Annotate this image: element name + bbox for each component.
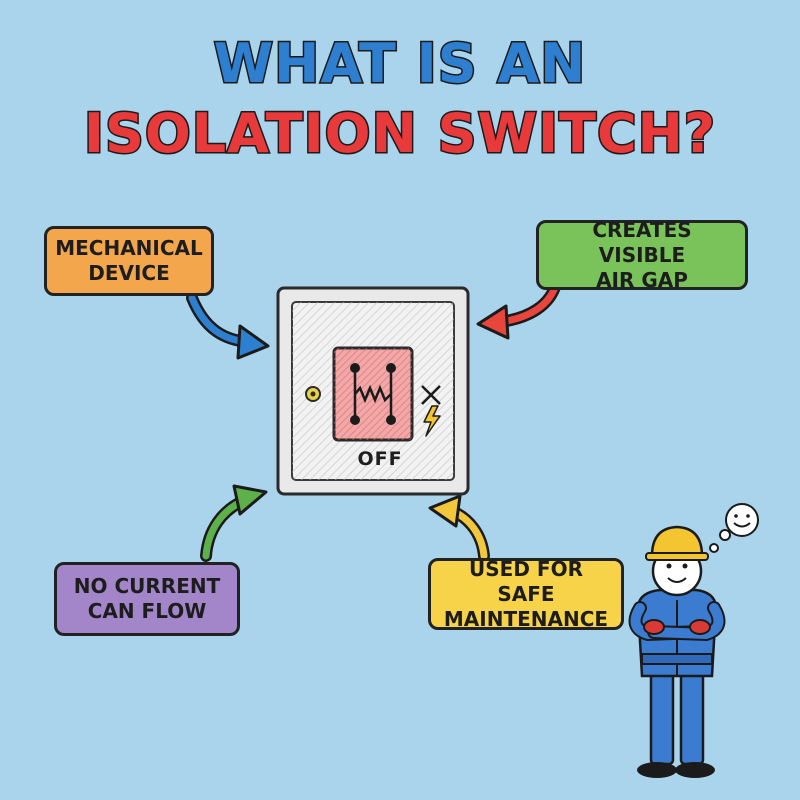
label-mechanical-device: MECHANICAL DEVICE	[44, 226, 214, 296]
title-line-2: ISOLATION SWITCH?	[82, 101, 717, 167]
switch-state-label: OFF	[357, 448, 403, 470]
worker-illustration	[628, 503, 759, 778]
label-maintenance-line1: USED FOR SAFE	[469, 556, 583, 606]
label-air-gap-line1: CREATES VISIBLE	[592, 217, 692, 267]
label-no-current: NO CURRENT CAN FLOW	[54, 562, 240, 636]
arrow-red	[476, 278, 562, 340]
isolation-switch	[276, 286, 470, 496]
label-maintenance: USED FOR SAFE MAINTENANCE	[428, 556, 624, 631]
contacts-icon	[353, 368, 393, 420]
arrow-green	[200, 484, 268, 562]
label-no-current-line2: CAN FLOW	[87, 599, 207, 623]
thought-bubble	[725, 503, 759, 537]
title-line-1: WHAT IS AN	[212, 31, 587, 97]
hard-hat-icon	[650, 525, 704, 558]
arrow-yellow	[428, 494, 490, 562]
label-air-gap-line2: AIR GAP	[596, 267, 688, 292]
label-maintenance-line2: MAINTENANCE	[443, 606, 609, 631]
no-power-icon	[421, 385, 441, 437]
label-mechanical-line2: DEVICE	[88, 261, 170, 285]
label-mechanical-line1: MECHANICAL	[55, 236, 203, 260]
label-no-current-line1: NO CURRENT	[73, 574, 221, 598]
arrow-blue	[186, 292, 270, 360]
label-air-gap: CREATES VISIBLE AIR GAP	[536, 217, 748, 292]
